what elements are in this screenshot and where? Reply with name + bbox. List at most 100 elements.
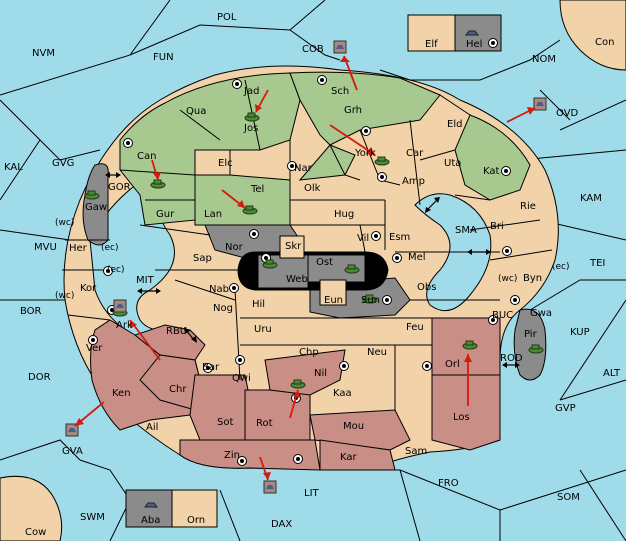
fleet-icon[interactable] bbox=[144, 502, 158, 508]
sea-label-cob: COB bbox=[302, 44, 324, 55]
land-label-aba: Aba bbox=[141, 515, 160, 526]
coast-marker-wc-byn: (wc) bbox=[498, 274, 517, 284]
army-icon[interactable] bbox=[150, 179, 166, 189]
sea-label-gva: GVA bbox=[62, 446, 83, 457]
land-label-pir: Pir bbox=[524, 329, 538, 340]
land-label-sap: Sap bbox=[193, 253, 212, 264]
sea-label-buc: BUC bbox=[492, 310, 513, 321]
army-icon[interactable] bbox=[290, 379, 306, 389]
land-label-ark: Ark bbox=[116, 320, 133, 331]
land-label-grh: Grh bbox=[344, 105, 362, 116]
sea-label-lit: LIT bbox=[304, 488, 320, 499]
province-eun[interactable] bbox=[319, 279, 347, 306]
province-pir[interactable] bbox=[513, 308, 547, 381]
province-cow[interactable] bbox=[0, 475, 63, 541]
province-kat[interactable] bbox=[454, 114, 531, 201]
sea-label-kal: KAL bbox=[4, 162, 23, 173]
land-label-hel: Hel bbox=[466, 39, 482, 50]
province-orn[interactable] bbox=[171, 489, 218, 528]
land-label-sot: Sot bbox=[217, 417, 233, 428]
land-label-gwa: Gwa bbox=[530, 308, 552, 319]
land-label-los: Los bbox=[453, 412, 470, 423]
land-label-orl: Orl bbox=[445, 359, 460, 370]
coast-marker-ec-her: (ec) bbox=[101, 243, 119, 253]
fleet-icon[interactable] bbox=[465, 30, 479, 36]
land-label-kor: Kor bbox=[80, 283, 97, 294]
sea-labels: POL COB NVM FUN NOM Con OVD KAL GVG GOR … bbox=[4, 12, 621, 538]
fleet-icon[interactable] bbox=[533, 97, 547, 111]
fleet-icon[interactable] bbox=[333, 40, 347, 54]
land-label-amp: Amp bbox=[402, 176, 425, 187]
supply-center bbox=[235, 355, 245, 365]
land-label-ail: Ail bbox=[146, 422, 158, 433]
supply-center bbox=[361, 126, 371, 136]
province-ost[interactable] bbox=[307, 254, 366, 283]
province-mou[interactable] bbox=[309, 409, 411, 451]
fleet-icon[interactable] bbox=[65, 423, 79, 437]
land-label-can: Can bbox=[137, 151, 156, 162]
fleet-icon[interactable] bbox=[113, 299, 127, 313]
province-nil[interactable] bbox=[264, 349, 346, 396]
land-label-car: Car bbox=[406, 148, 424, 159]
land-label-bar: Bar bbox=[202, 362, 220, 373]
land-label-sun: Sun bbox=[361, 295, 380, 306]
land-label-chp: Chp bbox=[299, 347, 319, 358]
supply-center bbox=[392, 253, 402, 263]
land-label-neu: Neu bbox=[367, 347, 387, 358]
army-icon[interactable] bbox=[462, 340, 478, 350]
army-icon[interactable] bbox=[344, 264, 360, 274]
sea-label-alt: ALT bbox=[603, 368, 621, 379]
army-icon[interactable] bbox=[374, 156, 390, 166]
sea-label-gor: GOR bbox=[108, 182, 131, 193]
land-label-chr: Chr bbox=[169, 384, 187, 395]
sea-label-con: Con bbox=[595, 37, 614, 48]
army-icon[interactable] bbox=[244, 112, 260, 122]
army-icon[interactable] bbox=[362, 294, 378, 304]
supply-center bbox=[488, 38, 498, 48]
province-sot[interactable] bbox=[189, 374, 251, 441]
land-label-nor: Nor bbox=[225, 242, 244, 253]
land-label-qwi: Qwi bbox=[232, 373, 251, 384]
fleets bbox=[65, 30, 547, 508]
land-label-jad: Jad bbox=[243, 86, 259, 97]
army-icon[interactable] bbox=[242, 205, 258, 215]
land-label-olk: Olk bbox=[304, 183, 321, 194]
supply-center bbox=[229, 283, 239, 293]
army-icon[interactable] bbox=[84, 190, 100, 200]
sea-label-pol: POL bbox=[217, 12, 237, 23]
land-label-lan: Lan bbox=[204, 209, 222, 220]
sea-label-som: SOM bbox=[557, 492, 580, 503]
province-con[interactable] bbox=[559, 0, 626, 71]
land-label-vil: Vil bbox=[357, 233, 369, 244]
supply-center bbox=[382, 295, 392, 305]
army-icon[interactable] bbox=[528, 344, 544, 354]
province-nar[interactable] bbox=[298, 144, 356, 181]
land-label-kat: Kat bbox=[483, 166, 500, 177]
province-kar[interactable] bbox=[319, 439, 396, 471]
land-label-gur: Gur bbox=[156, 209, 175, 220]
sea-label-sma: SMA bbox=[455, 225, 477, 236]
land-label-qua: Qua bbox=[186, 106, 206, 117]
province-zin[interactable] bbox=[179, 439, 321, 471]
supply-center bbox=[249, 229, 259, 239]
coast-marker-wc-her: (wc) bbox=[55, 218, 74, 228]
province-skr[interactable] bbox=[279, 235, 305, 259]
fleet-icon[interactable] bbox=[263, 480, 277, 494]
supply-center bbox=[237, 456, 247, 466]
supply-center bbox=[123, 138, 133, 148]
order-arrows bbox=[74, 55, 536, 481]
land-label-eun: Eun bbox=[324, 295, 343, 306]
army-icon[interactable] bbox=[262, 259, 278, 269]
province-los[interactable] bbox=[431, 374, 501, 451]
sea-label-gvp: GVP bbox=[555, 403, 576, 414]
sea-label-dax: DAX bbox=[271, 519, 292, 530]
land-label-zin: Zin bbox=[224, 450, 240, 461]
land-label-rot: Rot bbox=[256, 418, 273, 429]
land-label-kar: Kar bbox=[340, 452, 358, 463]
land-label-mel: Mel bbox=[408, 252, 426, 263]
province-aba[interactable] bbox=[125, 489, 173, 528]
land-label-elf: Elf bbox=[425, 39, 438, 50]
sea-label-bor: BOR bbox=[20, 306, 42, 317]
supply-center bbox=[510, 295, 520, 305]
